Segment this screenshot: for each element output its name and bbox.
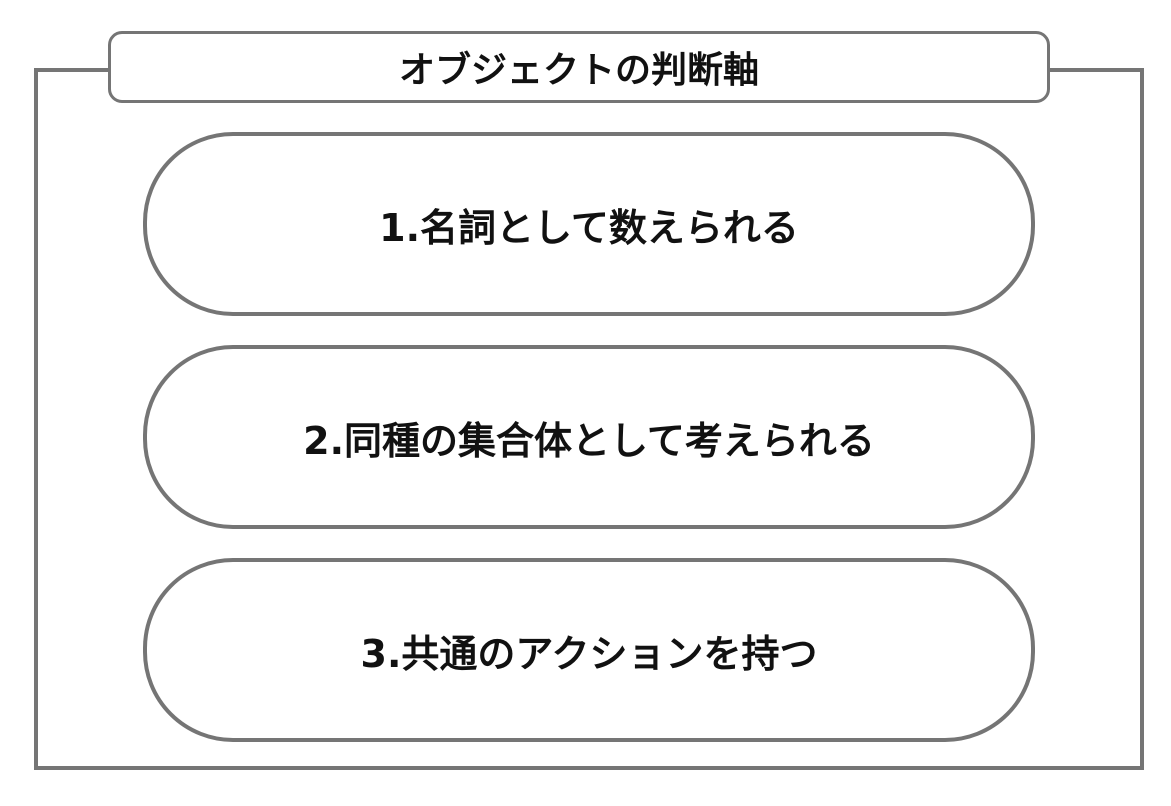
criterion-3: 3.共通のアクションを持つ xyxy=(143,558,1035,742)
title-box: オブジェクトの判断軸 xyxy=(108,31,1050,103)
diagram-title: オブジェクトの判断軸 xyxy=(398,50,759,91)
criterion-2: 2.同種の集合体として考えられる xyxy=(143,345,1035,529)
criterion-label: 3.共通のアクションを持つ xyxy=(360,631,818,676)
criterion-label: 1.名詞として数えられる xyxy=(379,205,799,250)
criterion-label: 2.同種の集合体として考えられる xyxy=(303,418,875,463)
criterion-1: 1.名詞として数えられる xyxy=(143,132,1035,316)
